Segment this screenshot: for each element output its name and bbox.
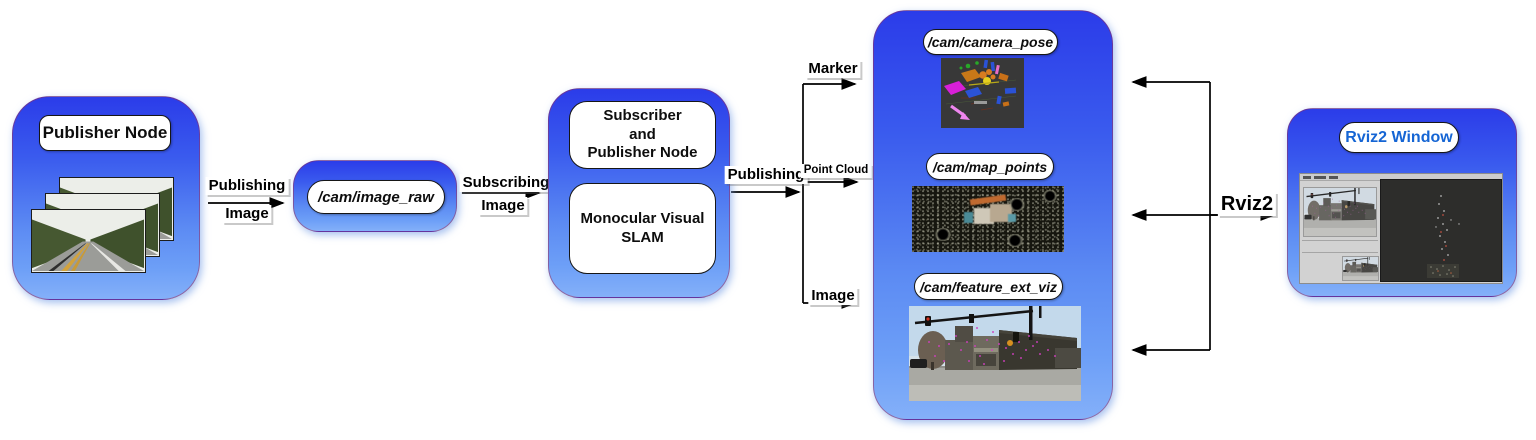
rviz-thumbnail-panel xyxy=(1342,256,1379,281)
edge-label-subscribing: Subscribing xyxy=(459,174,553,192)
edge-label-image-3: Image xyxy=(808,287,858,305)
camera-frame-front xyxy=(31,209,146,273)
edge-label-point-cloud: Point Cloud xyxy=(800,164,872,178)
edge-label-publishing-1: Publishing xyxy=(205,177,289,195)
rviz-window-label: Rviz2 Window xyxy=(1339,122,1459,153)
rviz-3d-view-panel xyxy=(1380,179,1502,282)
map-points-topic-label: /cam/map_points xyxy=(926,153,1054,180)
slam-node-box: Subscriber and Publisher Node Monocular … xyxy=(548,88,730,298)
rviz-camera-panel xyxy=(1303,187,1377,237)
edge-label-image-1: Image xyxy=(222,205,272,223)
output-topics-box: /cam/camera_pose /cam/map_p xyxy=(873,10,1113,420)
edge-label-marker: Marker xyxy=(805,60,861,78)
publisher-node-label: Publisher Node xyxy=(39,115,171,151)
edge-label-publishing-2: Publishing xyxy=(724,166,808,184)
edge-label-rviz2: Rviz2 xyxy=(1217,192,1277,216)
image-raw-topic-box: /cam/image_raw xyxy=(293,160,457,232)
monocular-slam-label: Monocular Visual SLAM xyxy=(569,183,716,274)
publisher-node-box: Publisher Node xyxy=(12,96,200,300)
rviz-window-box: Rviz2 Window xyxy=(1287,108,1517,297)
feature-ext-viz-topic-label: /cam/feature_ext_viz xyxy=(914,273,1063,300)
camera-pose-viz-image xyxy=(941,58,1024,128)
feature-extraction-image xyxy=(909,306,1081,401)
map-points-viz-image xyxy=(912,186,1064,252)
image-raw-topic-label: /cam/image_raw xyxy=(307,180,445,214)
subscriber-publisher-label: Subscriber and Publisher Node xyxy=(569,101,716,169)
rviz-screenshot xyxy=(1299,173,1503,284)
camera-pose-topic-label: /cam/camera_pose xyxy=(923,29,1058,55)
edge-label-image-2: Image xyxy=(478,197,528,215)
